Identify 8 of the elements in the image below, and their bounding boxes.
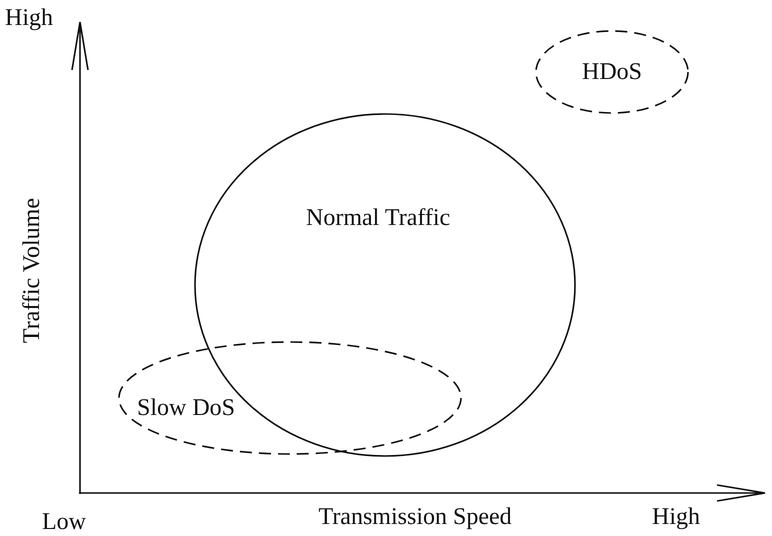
region-label: Slow DoS [137,396,236,420]
axis-end-label: Low [42,510,86,534]
region-label: HDoS [582,60,642,84]
region-label: Normal Traffic [306,206,450,230]
axis-title: Traffic Volume [20,198,44,343]
axis-end-label: High [5,6,53,30]
axis-title: Transmission Speed [318,505,512,529]
axis-end-label: High [652,505,700,529]
